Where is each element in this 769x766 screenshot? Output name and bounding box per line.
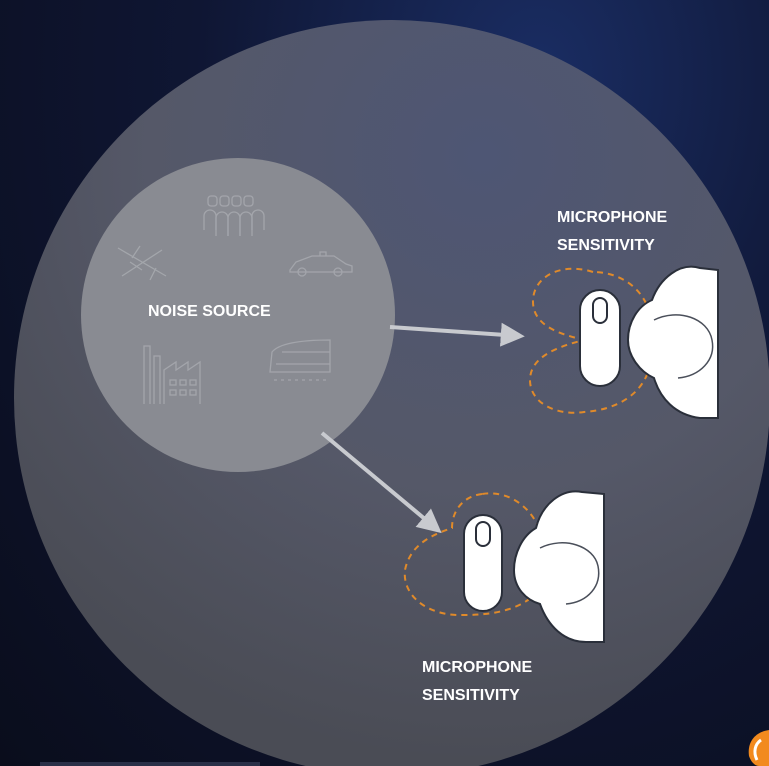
noise-source-label: NOISE SOURCE [148,303,271,320]
microphone-2 [403,490,605,643]
microphone-1 [528,265,719,419]
mic-body-2 [463,514,503,612]
sensitivity-pattern-2 [403,492,543,617]
ear-1 [626,265,719,419]
ear-2 [512,490,605,643]
mic-capsule-2 [475,521,491,547]
airplane-icon [117,245,167,281]
mic-label-2-line1: MICROPHONE [422,659,533,676]
noise-arrow-2 [320,431,442,534]
mic-label-1-line1: MICROPHONE [557,209,668,226]
brand-logo-icon [748,730,769,766]
sensitivity-pattern-1 [528,267,652,414]
mic-label-2-line2: SENSITIVITY [422,687,520,704]
mic-body-1 [579,289,621,387]
car-icon [289,251,353,277]
factory-icon [143,345,201,404]
microphone-sensitivity-label-2: MICROPHONE SENSITIVITY [422,654,532,710]
noise-arrow-1 [389,322,525,347]
mic-capsule-1 [592,297,608,324]
microphone-sensitivity-label-1: MICROPHONE SENSITIVITY [557,204,667,260]
mic-label-1-line2: SENSITIVITY [557,237,655,254]
train-icon [269,339,331,381]
crowd-icon [203,195,265,236]
bottom-edge-bar [40,762,260,766]
